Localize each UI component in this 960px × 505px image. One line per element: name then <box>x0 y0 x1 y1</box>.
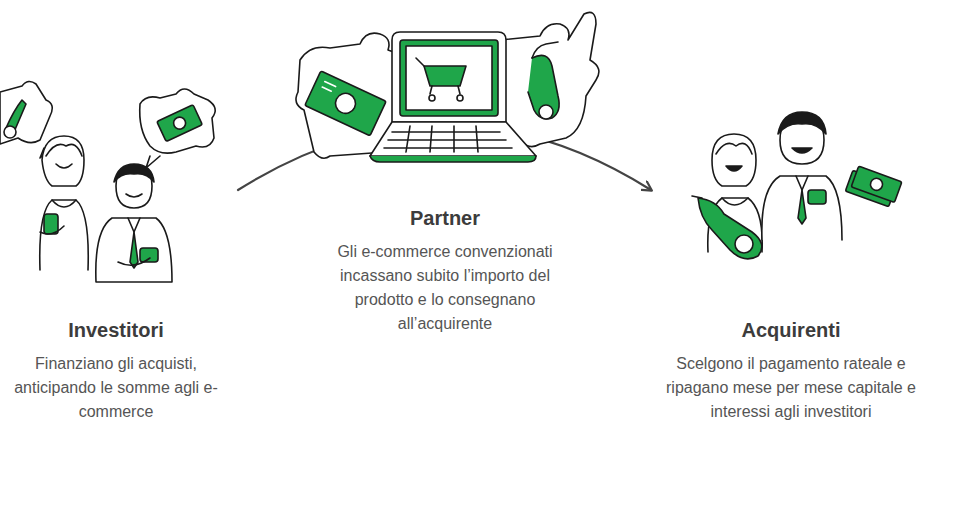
investor-illustration-part <box>46 144 82 156</box>
investor-illustration-part <box>140 89 215 153</box>
partner-illustration-part <box>392 32 506 122</box>
partner-illustration-part <box>416 58 460 94</box>
investor-illustration-part <box>146 156 160 168</box>
buyer-illustration-part <box>762 176 842 240</box>
partner-illustration-part-part <box>332 90 359 117</box>
investor-illustration-part <box>56 164 72 168</box>
group-heading: Investitori <box>8 318 224 342</box>
investor-illustration-part <box>96 218 172 282</box>
buyer-illustration-part-part <box>869 177 884 192</box>
investor-group: InvestitoriFinanziano gli acquisti, anti… <box>4 70 228 424</box>
investor-illustration-part <box>52 200 76 207</box>
buyer-illustration-part <box>726 166 742 171</box>
buyer-illustration-part <box>698 198 762 259</box>
investor-illustration-part <box>130 232 138 268</box>
investor-illustration-part <box>44 214 58 234</box>
partner-illustration-part <box>424 66 466 86</box>
buyer-illustration-part <box>778 112 826 134</box>
buyer-illustration-part <box>792 148 812 153</box>
partner-illustration-part <box>384 132 512 148</box>
investor-illustration-part <box>42 136 84 186</box>
partner-illustration-part <box>406 126 478 152</box>
investor-illustration-part <box>126 194 142 197</box>
group-description: Scelgono il pagamento rateale e ripagano… <box>659 352 923 424</box>
partner-illustration-part <box>370 156 536 162</box>
buyer-illustration-part <box>808 190 826 204</box>
buyer-illustration-part <box>796 176 808 190</box>
partner-illustration-part <box>539 105 553 119</box>
partner-illustration <box>296 12 599 162</box>
partner-group: PartnerGli e-commerce convenzionati inca… <box>322 206 568 336</box>
partner-illustration-part <box>528 55 559 119</box>
buyer-illustration-part <box>845 165 902 208</box>
buyer-illustration-part <box>712 134 756 186</box>
investor-illustration-part <box>4 126 16 138</box>
investor-illustration-part <box>40 200 89 270</box>
investor-illustration-part <box>118 258 150 265</box>
investor-illustration-part-part <box>172 115 188 131</box>
investor-illustration-part <box>128 218 140 232</box>
buyer-illustration-part <box>692 196 702 198</box>
partner-illustration-part <box>429 95 435 101</box>
investor-illustration-part <box>40 226 64 234</box>
partner-illustration-part <box>305 71 386 136</box>
partner-illustration-part-part <box>305 71 386 136</box>
investor-illustration <box>0 81 215 282</box>
partner-illustration-part <box>406 46 492 110</box>
investor-illustration-part <box>157 105 203 142</box>
group-description: Finanziano gli acquisti, anticipando le … <box>8 352 224 424</box>
buyer-illustration <box>692 112 902 259</box>
investor-illustration-part-part <box>157 105 203 142</box>
partner-illustration-part <box>500 12 599 146</box>
group-heading: Acquirenti <box>659 318 923 342</box>
buyer-illustration-part <box>798 190 806 224</box>
investor-illustration-part <box>0 81 52 144</box>
partner-illustration-part-part <box>322 82 335 93</box>
partner-illustration-part <box>532 42 558 58</box>
partner-illustration-part <box>400 40 498 116</box>
investor-illustration-part <box>140 248 158 262</box>
buyer-illustration-part <box>716 143 752 154</box>
group-heading: Partner <box>326 206 564 230</box>
buyer-group: AcquirentiScelgono il pagamento rateale … <box>655 100 927 424</box>
partner-illustration-part <box>457 95 463 101</box>
buyer-illustration-part <box>735 235 753 253</box>
buyer-illustration-part-part <box>851 166 902 202</box>
buyer-illustration-part <box>722 198 748 205</box>
group-description: Gli e-commerce convenzionati incassano s… <box>326 240 564 336</box>
partner-illustration-part <box>370 122 536 156</box>
